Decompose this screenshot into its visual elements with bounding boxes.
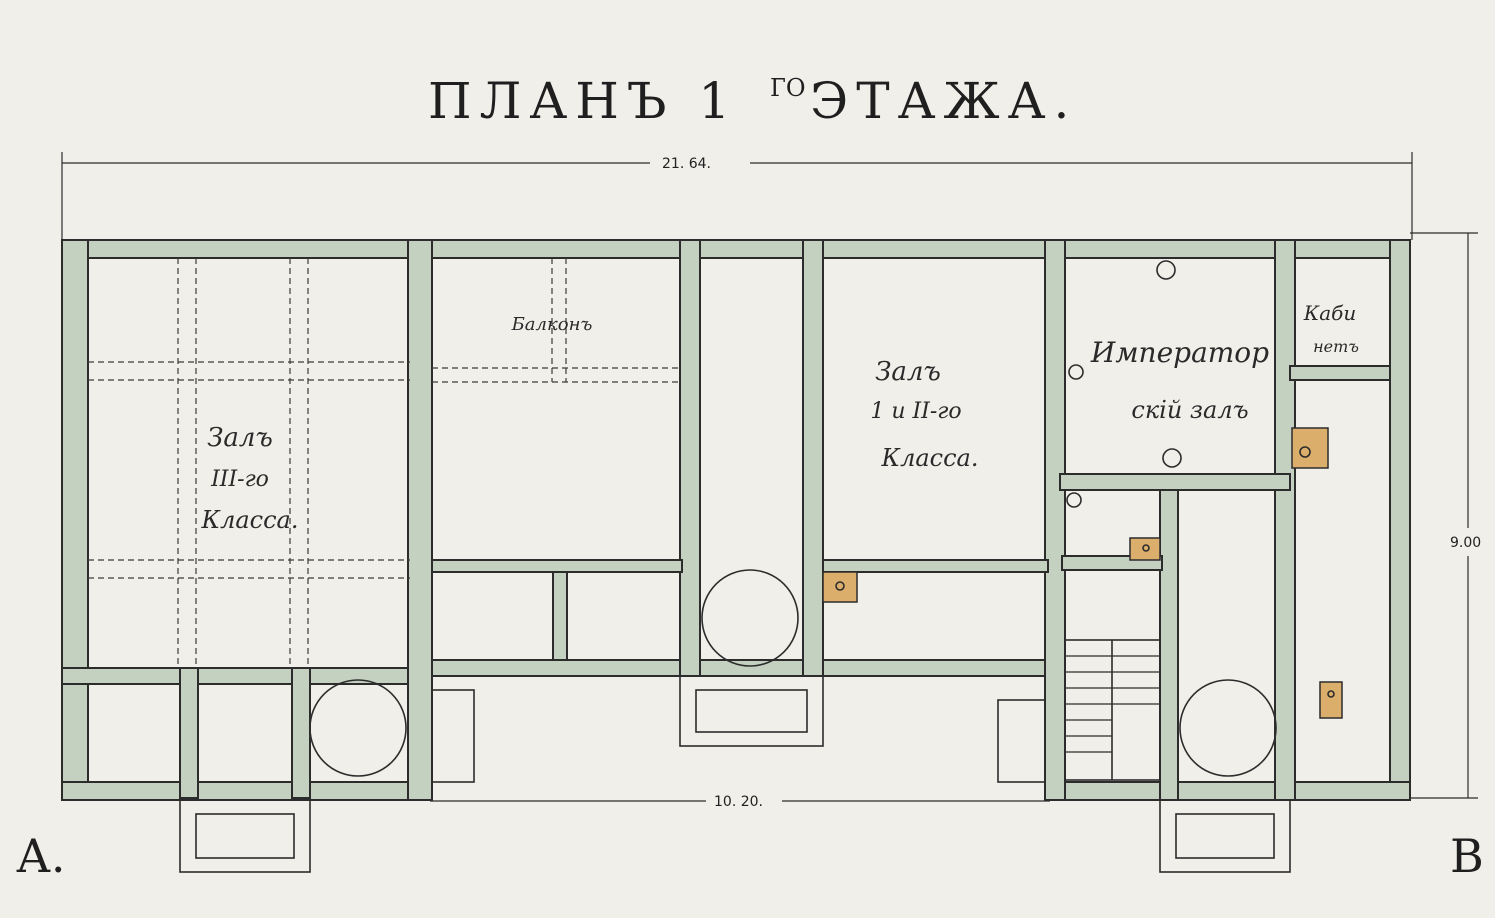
wall-corridor-right: [822, 559, 1049, 573]
wall-west: [61, 239, 89, 801]
wall-stair-east: [1159, 477, 1179, 801]
room-cabinet-line-1: Каби: [1303, 301, 1357, 325]
stove: [1291, 427, 1329, 469]
wall-south-middle: [419, 659, 1061, 677]
room-imperial-hall-line-1: Император: [1090, 336, 1269, 369]
column-marker-icon: [1068, 364, 1084, 380]
porch-center: [679, 675, 824, 747]
overall-depth-dimension: 9.00: [1410, 232, 1481, 799]
room-cabinet-line-2: нетъ: [1313, 337, 1359, 356]
porch-left-inner: [195, 813, 295, 859]
porch-side-right: [997, 699, 1046, 783]
room-hall-1-2-line-3: Класса.: [881, 444, 979, 472]
stove-vent-icon: [1327, 690, 1335, 698]
wall-center-west: [679, 239, 701, 677]
dashed-beams: [88, 258, 680, 668]
exterior-walls: [61, 239, 1411, 801]
overall-depth-label: 9.00: [1450, 535, 1481, 551]
room-imperial-hall-line-2: скій залъ: [1131, 396, 1248, 424]
room-hall-1-2-line-2: 1 и II-го: [870, 399, 961, 424]
wall-center-east: [802, 239, 824, 677]
porches: [179, 675, 1291, 873]
inner-span-dimension: 10. 20.: [430, 794, 1050, 810]
room-balcony: Балконъ: [511, 314, 593, 335]
staircase: [1064, 639, 1161, 781]
wall-south-right: [1044, 781, 1411, 801]
porch-center-inner: [695, 689, 808, 733]
porch-left: [179, 799, 311, 873]
wall-south-middle-left: [61, 667, 433, 685]
section-label-a: А.: [16, 829, 65, 883]
overall-width-dimension: 21. 64.: [61, 152, 1413, 240]
rotunda-left: [309, 679, 407, 777]
plan-title: ПЛАНЪ 1 ГО ЭТАЖА.: [428, 72, 1077, 130]
wall-east: [1389, 239, 1411, 801]
porch-side-left: [431, 689, 475, 783]
rotunda-right: [1179, 679, 1277, 777]
wall-cabinet-west: [1274, 239, 1296, 801]
room-labels: Залъ III-го Класса. Балконъ Залъ 1 и II-…: [201, 301, 1359, 534]
room-hall-3-line-1: Залъ: [207, 423, 273, 453]
plan-title-superscript: ГО: [770, 74, 806, 102]
plan-title-suffix: ЭТАЖА.: [810, 72, 1077, 130]
stove-vent-icon: [1142, 544, 1150, 552]
wall-vestibule-east: [291, 667, 311, 799]
rotunda-center: [701, 569, 799, 667]
porch-right: [1159, 799, 1291, 873]
stove: [1319, 681, 1343, 719]
wall-stair-west: [1044, 239, 1066, 801]
stoves: [822, 427, 1343, 719]
room-hall-3-line-3: Класса.: [201, 506, 299, 534]
wall-vestibule-west: [179, 667, 199, 799]
interior-walls: [179, 239, 1391, 801]
section-label-b: В: [1450, 829, 1484, 883]
stove-vent-icon: [835, 581, 845, 591]
overall-width-label: 21. 64.: [662, 156, 711, 172]
wall-north: [61, 239, 1411, 259]
wall-corridor-left: [431, 559, 683, 573]
porch-right-inner: [1175, 813, 1275, 859]
plan-title-main: ПЛАНЪ 1: [428, 72, 738, 130]
column-marker-icon: [1162, 448, 1182, 468]
stove: [822, 571, 858, 603]
wall-imperial-south: [1059, 473, 1291, 491]
stove-vent-icon: [1299, 446, 1311, 458]
wall-cabinet-south: [1289, 365, 1391, 381]
wall-corridor-partition: [552, 571, 568, 661]
rotundas: [309, 569, 1277, 777]
wall-hall3-east: [407, 239, 433, 801]
stove: [1129, 537, 1161, 561]
column-markers: [1066, 260, 1182, 508]
inner-span-label: 10. 20.: [714, 794, 763, 810]
column-marker-icon: [1156, 260, 1176, 280]
column-marker-icon: [1066, 492, 1082, 508]
wall-south-left: [61, 781, 433, 801]
room-hall-3-line-2: III-го: [210, 467, 269, 492]
room-hall-1-2-line-1: Залъ: [875, 357, 941, 387]
